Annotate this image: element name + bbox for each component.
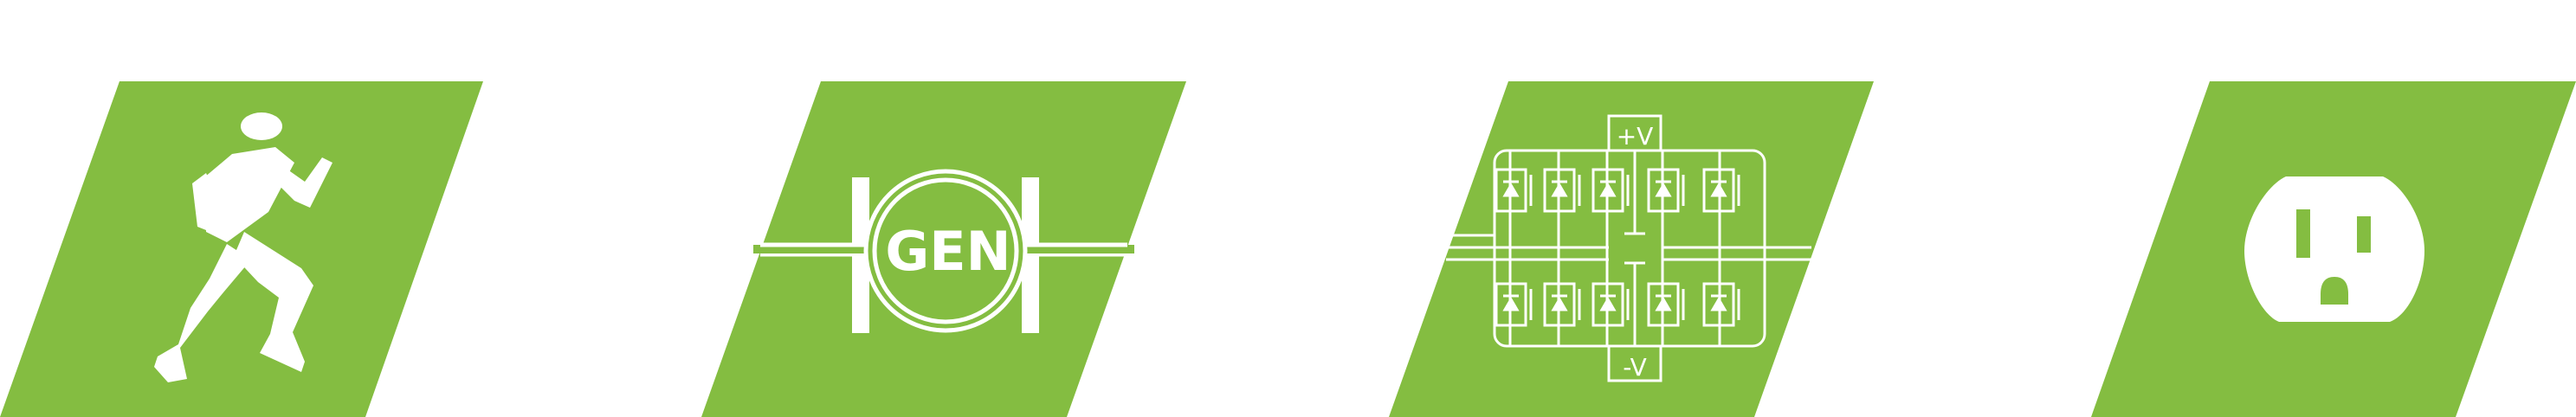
- generator-icon: [753, 169, 1134, 333]
- diode-arrow-0-1: [1502, 297, 1520, 311]
- switch-module-2-0: [1591, 168, 1624, 213]
- diode-arrow-4-0: [1710, 183, 1727, 197]
- inverter-panel: +V -V: [1389, 81, 1874, 417]
- generator-label: GEN: [885, 220, 1010, 283]
- positive-voltage-label: +V: [1617, 122, 1654, 151]
- diode-arrow-1-0: [1551, 183, 1568, 197]
- switch-module-0-0: [1495, 168, 1527, 213]
- generator-circle: [863, 169, 1028, 333]
- power-outlet-icon: [2244, 176, 2424, 322]
- switch-module-1-1: [1543, 282, 1576, 327]
- diode-arrow-3-0: [1655, 183, 1672, 197]
- diode-arrow-0-0: [1502, 183, 1520, 197]
- outlet-ground-hole: [2321, 277, 2348, 305]
- switch-module-0-1: [1495, 282, 1527, 327]
- right-bracket: [1022, 177, 1039, 333]
- switch-module-2-1: [1591, 282, 1624, 327]
- runner-panel: [0, 81, 483, 417]
- switch-module-4-0: [1702, 168, 1735, 213]
- generator-panel: GEN: [701, 81, 1186, 417]
- switch-module-3-1: [1647, 282, 1680, 327]
- left-bracket: [852, 177, 869, 333]
- diode-arrow-2-0: [1599, 183, 1617, 197]
- switch-module-4-1: [1702, 282, 1735, 327]
- diode-arrow-3-1: [1655, 297, 1672, 311]
- diode-arrow-4-1: [1710, 297, 1727, 311]
- outlet-slot-left: [2296, 209, 2310, 258]
- inverter-circuit-icon: [1446, 114, 1811, 382]
- switch-module-3-0: [1647, 168, 1680, 213]
- negative-voltage-label: -V: [1623, 353, 1647, 382]
- outlet-slot-right: [2357, 216, 2371, 253]
- diode-arrow-2-1: [1599, 297, 1617, 311]
- diode-arrow-1-1: [1551, 297, 1568, 311]
- outlet-panel: [2091, 81, 2576, 417]
- runner-icon: [154, 112, 332, 382]
- switch-module-1-0: [1543, 168, 1576, 213]
